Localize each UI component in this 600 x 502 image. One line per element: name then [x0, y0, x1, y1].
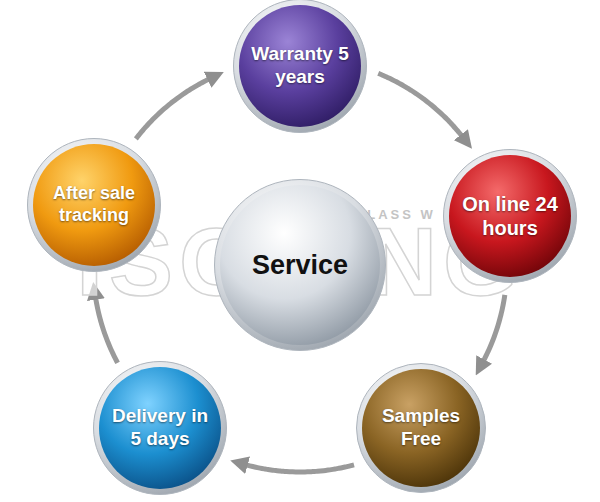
service-circle: Samples Free	[356, 363, 486, 493]
service-label: On line 24 hours	[458, 192, 562, 240]
cycle-arrow	[378, 73, 463, 137]
text-block: Service	[235, 249, 365, 281]
text-block: On line 24 hours	[458, 192, 562, 240]
hub-title: Service	[235, 249, 365, 281]
cycle-arrow	[136, 78, 211, 139]
text-block: Samples Free	[371, 405, 471, 451]
cycle-arrow	[244, 464, 354, 472]
service-label: After sale tracking	[42, 183, 146, 226]
text-block: Warranty 5 years	[248, 43, 352, 89]
service-label: Samples Free	[371, 405, 471, 451]
hub-circle: Service	[214, 179, 386, 351]
text-block: Delivery in 5 days	[108, 405, 212, 451]
service-circle: Delivery in 5 days	[93, 361, 227, 495]
service-circle: After sale tracking	[27, 138, 161, 272]
service-label: Delivery in 5 days	[108, 405, 212, 451]
service-circle: Warranty 5 years	[233, 0, 367, 133]
text-block: After sale tracking	[42, 183, 146, 226]
circle-outline	[443, 149, 577, 283]
service-label: Warranty 5 years	[248, 43, 352, 89]
service-circle: On line 24 hours	[443, 149, 577, 283]
